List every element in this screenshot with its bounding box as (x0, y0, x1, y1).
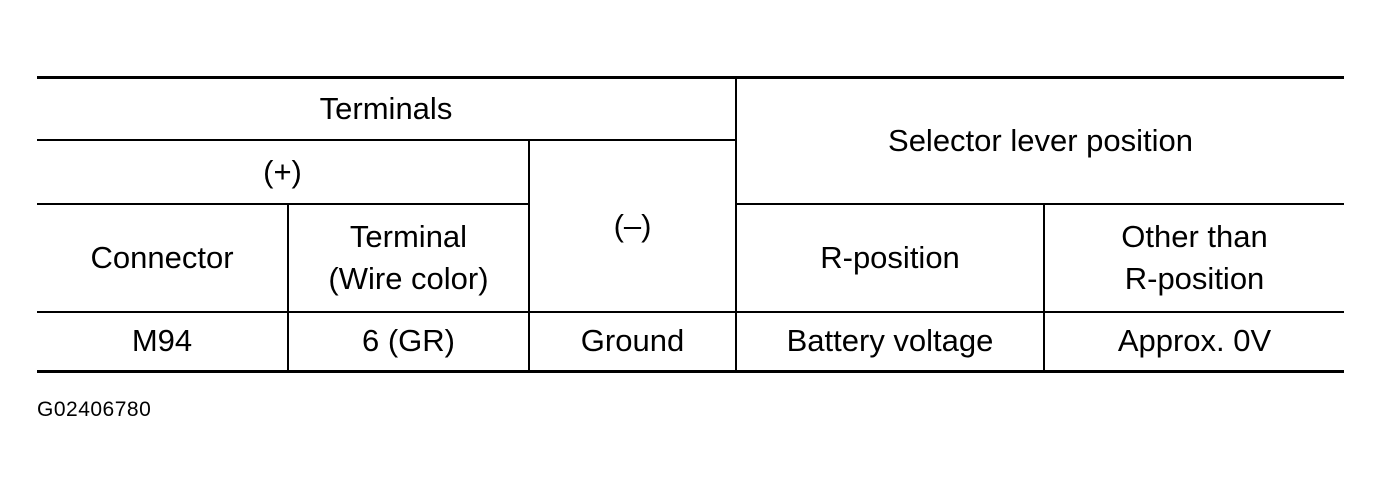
header-row-polarity: (+) (–) (37, 138, 1344, 313)
terminal-cell: 6 (GR) (287, 310, 530, 373)
selector-lever-position-header: Selector lever position (735, 76, 1345, 205)
terminal-wire-color-header: Terminal (Wire color) (287, 202, 530, 313)
other-header-line1: Other than (1121, 218, 1268, 254)
plus-header: (+) (37, 138, 530, 205)
figure-code: G02406780 (37, 398, 152, 421)
other-than-r-position-cell: Approx. 0V (1043, 310, 1345, 373)
terminal-header-line2: (Wire color) (328, 260, 489, 296)
table-row: M94 6 (GR) Ground Battery voltage Approx… (37, 310, 1345, 373)
terminal-header-line1: Terminal (349, 218, 468, 254)
connector-header: Connector (37, 202, 289, 313)
other-than-r-position-header: Other than R-position (1043, 202, 1345, 313)
r-position-cell: Battery voltage (735, 310, 1046, 373)
r-position-header: R-position (735, 202, 1046, 313)
minus-header: (–) (527, 138, 738, 313)
terminal-voltage-table: Terminals Selector lever position (+) (–… (37, 76, 1345, 373)
terminals-header: Terminals (37, 76, 738, 141)
header-row-columns: Connector Terminal (Wire color) R-positi… (37, 202, 1345, 313)
connector-cell: M94 (37, 310, 289, 373)
header-row-terminals: Terminals Selector lever position (37, 76, 1345, 205)
other-header-line2: R-position (1124, 260, 1265, 296)
minus-cell: Ground (527, 310, 738, 373)
